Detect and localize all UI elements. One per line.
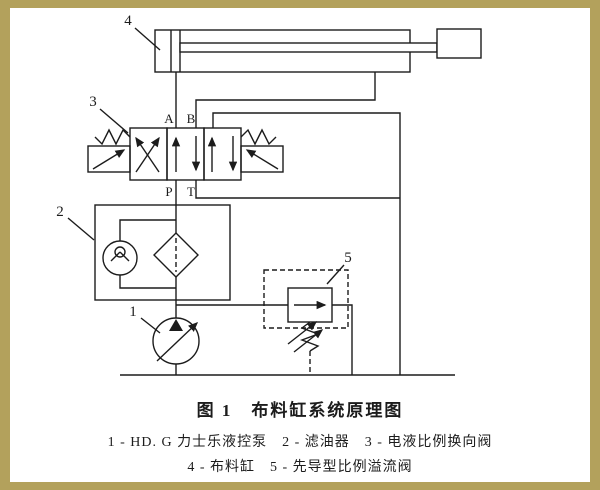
right-proportional-solenoid xyxy=(240,128,284,173)
figure-caption: 图 1 布料缸系统原理图 xyxy=(196,401,404,420)
pilot-stage-boundary xyxy=(263,269,349,329)
pump-number-label: 1 xyxy=(129,304,137,320)
filter-number-label: 2 xyxy=(56,204,64,220)
legend-line-1: 1 - HD. G 力士乐液控泵 2 - 滤油器 3 - 电液比例换向阀 xyxy=(107,435,493,450)
callout-1: 1 xyxy=(129,304,161,334)
drain-return-line xyxy=(212,112,401,375)
callout-2: 2 xyxy=(56,204,95,241)
pump-variable-arrow xyxy=(156,322,199,362)
callout-5: 5 xyxy=(326,250,352,285)
callout-1-leader xyxy=(140,317,161,334)
port-t-label: T xyxy=(187,184,195,199)
check-valve-icon xyxy=(102,240,138,276)
port-p-label: P xyxy=(165,184,172,199)
directional-valve-symbol xyxy=(129,127,242,181)
relief-number-label: 5 xyxy=(344,250,352,266)
right-spring xyxy=(240,128,277,146)
callout-2-leader xyxy=(67,217,95,241)
filter-unit-symbol xyxy=(94,204,231,301)
callout-4-leader xyxy=(134,27,161,51)
left-spring xyxy=(94,128,131,146)
left-proportional-solenoid xyxy=(87,128,131,173)
callout-3-leader xyxy=(99,108,129,134)
tank-return-line xyxy=(195,180,400,199)
hydraulic-schematic: 4 3 xyxy=(56,13,482,376)
callout-4: 4 xyxy=(124,13,161,51)
pump-symbol xyxy=(152,317,200,365)
legend-line-2: 4 - 布料缸 5 - 先导型比例溢流阀 xyxy=(187,460,413,475)
callout-5-leader xyxy=(326,264,345,285)
callout-3: 3 xyxy=(89,94,129,134)
pump-flow-arrow xyxy=(169,319,183,331)
line-port-b xyxy=(195,72,376,128)
port-a-label: A xyxy=(164,111,174,126)
port-b-label: B xyxy=(187,111,196,126)
cylinder-symbol xyxy=(154,28,482,73)
cylinder-number-label: 4 xyxy=(124,13,132,29)
valve-number-label: 3 xyxy=(89,94,97,110)
filter-icon xyxy=(153,232,199,278)
relief-valve-symbol xyxy=(176,269,353,375)
relief-spring xyxy=(300,321,320,352)
figure-panel xyxy=(10,8,590,482)
